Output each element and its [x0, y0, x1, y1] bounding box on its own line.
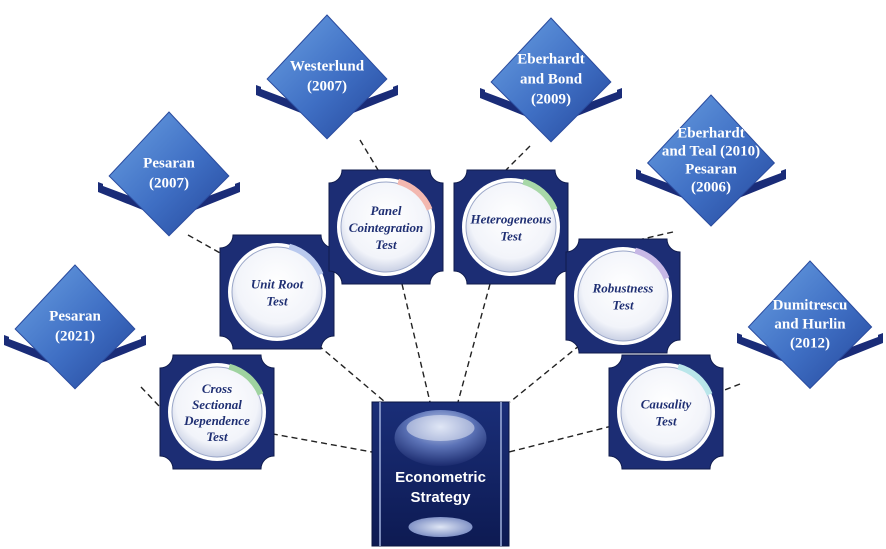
test-node-label-line: Cross [202, 381, 232, 396]
test-node-label-line: Robustness [592, 280, 654, 295]
reference-diamond [747, 260, 873, 390]
test-node-disc [620, 366, 712, 458]
test-node-accent-arc [288, 243, 324, 276]
test-node-label-line: Heterogeneous [470, 211, 552, 226]
test-node-label-line: Test [266, 293, 288, 308]
reference-diamond [14, 264, 136, 390]
reference-label: Dumitrescu and Hurlin (2012) [773, 297, 848, 351]
test-node-disc [465, 181, 557, 273]
center-box-orb [394, 410, 487, 466]
connector-coint-center [401, 283, 431, 403]
test-node-label-line: Sectional [192, 397, 242, 412]
reference-label-line: (2009) [531, 91, 571, 107]
reference-pes2007: Pesaran (2007) [98, 111, 240, 237]
test-node-accent-arc [228, 363, 264, 396]
reference-diamond [266, 14, 388, 140]
reference-label: Westerlund (2007) [290, 58, 365, 94]
reference-label-line: and Teal (2010) [662, 143, 760, 159]
connector-het-center [457, 283, 491, 403]
reference-label-line: Pesaran [143, 155, 195, 171]
test-node-label-line: Cointegration [349, 220, 423, 235]
test-node-accent-arc [634, 247, 670, 280]
test-node-label-line: Test [206, 429, 228, 444]
reference-label-line: Westerlund [290, 58, 365, 74]
reference-label: Pesaran (2021) [49, 308, 101, 344]
connector-west-coint [359, 139, 379, 171]
reference-diamond [490, 17, 612, 143]
connector-csd-center [261, 431, 373, 453]
reference-label-line: Eberhardt [517, 51, 585, 67]
test-node-label-line: Test [375, 237, 397, 252]
reference-label-line: and Bond [520, 71, 583, 87]
test-node-accent-arc [397, 178, 433, 211]
connector-unit-center [317, 344, 386, 403]
reference-diamond [646, 94, 776, 227]
test-node-accent-arc [677, 363, 713, 396]
test-node-label-line: Test [655, 413, 677, 428]
reference-pes2021: Pesaran (2021) [4, 264, 146, 390]
reference-diamond [108, 111, 230, 237]
test-node-label-line: Test [612, 297, 634, 312]
test-node-label-line: Dependence [183, 413, 250, 428]
test-node-accent-arc [522, 178, 558, 211]
test-node-disc [577, 250, 669, 342]
connector-caus-center [508, 425, 613, 453]
connector-eber-het [505, 145, 531, 171]
reference-label-line: Eberhardt [677, 125, 745, 141]
reference-label-line: Pesaran [685, 161, 737, 177]
reference-label-line: (2007) [307, 78, 347, 94]
test-node-label-line: Unit Root [251, 276, 304, 291]
connector-pes2021-csd [140, 386, 161, 408]
reference-west: Westerlund (2007) [256, 14, 398, 140]
test-node-disc [231, 246, 323, 338]
reference-label-line: Dumitrescu [773, 297, 848, 313]
connector-dum-caus [721, 383, 741, 392]
test-node-disc [171, 366, 263, 458]
test-node-label-line: Test [500, 228, 522, 243]
center-box-lower-orb [408, 517, 473, 537]
reference-label: Pesaran (2007) [143, 155, 195, 191]
reference-eber: Eberhardt and Bond (2009) [480, 17, 622, 143]
connector-teal-rob [637, 231, 674, 241]
reference-label-line: (2007) [149, 175, 189, 191]
center-label-line: Strategy [410, 489, 471, 506]
test-node-label-line: Panel [370, 203, 401, 218]
reference-label-line: and Hurlin [774, 316, 846, 332]
reference-label: Eberhardt and Bond (2009) [517, 51, 585, 107]
test-node-label-line: Causality [641, 396, 692, 411]
reference-dum: Dumitrescu and Hurlin (2012) [737, 260, 883, 390]
reference-label: Eberhardt and Teal (2010) Pesaran (2006) [662, 125, 760, 195]
connector-rob-center [509, 344, 581, 403]
center-label-line: Econometric [395, 469, 486, 486]
test-node-disc [340, 181, 432, 273]
connectors [140, 139, 741, 453]
reference-label-line: (2021) [55, 328, 95, 344]
reference-label-line: (2006) [691, 179, 731, 195]
center-box-orb-shine [406, 415, 475, 441]
reference-label-line: Pesaran [49, 308, 101, 324]
reference-label-line: (2012) [790, 335, 830, 351]
reference-layer: Pesaran (2021) Pesaran (2007) Westerlund (200… [4, 14, 883, 390]
reference-teal: Eberhardt and Teal (2010) Pesaran (2006) [636, 94, 786, 227]
